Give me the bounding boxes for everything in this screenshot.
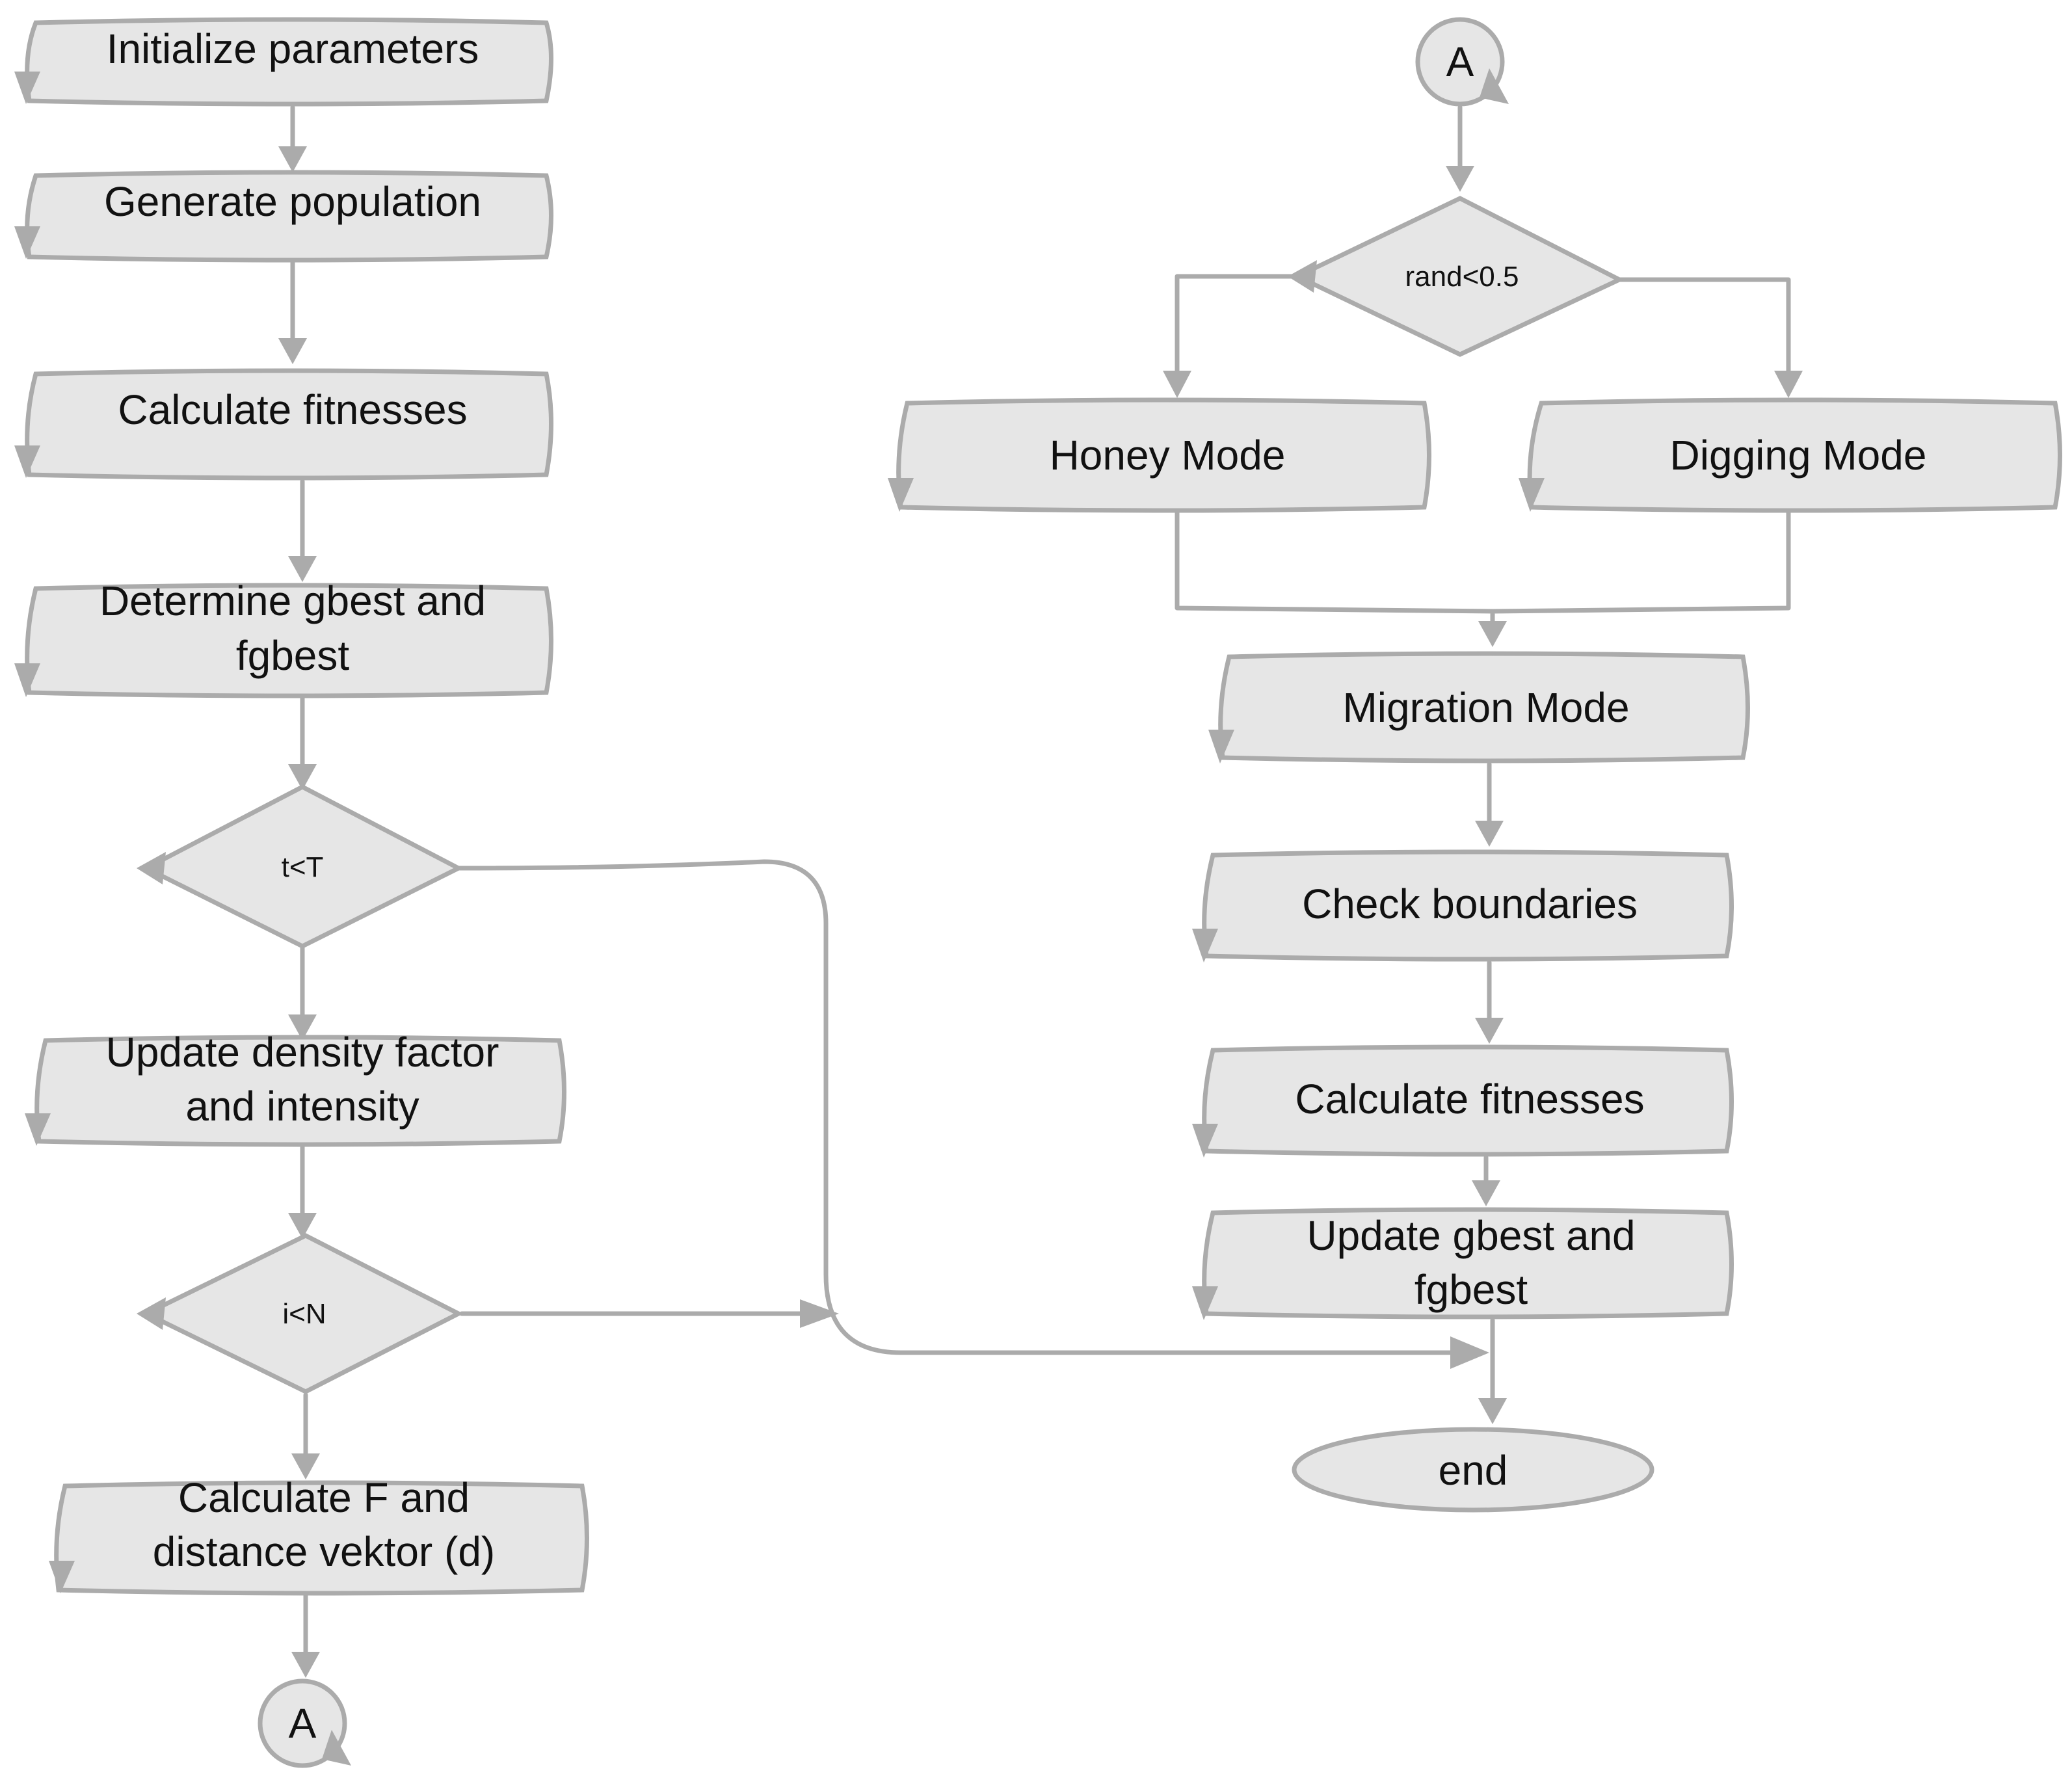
- connector-a-top: A: [1415, 17, 1509, 107]
- arrowhead: [278, 338, 307, 364]
- process-calculate-fitnesses-right: Calculate fitnesses: [1192, 1044, 1734, 1158]
- corner-arrow-icon: [25, 1113, 51, 1146]
- process-determine-gbest: Determine gbest and fgbest: [14, 577, 553, 698]
- arrowhead: [1478, 1398, 1507, 1424]
- terminal-end: end: [1292, 1427, 1654, 1513]
- process-initialize-parameters: Initialize parameters: [14, 17, 553, 107]
- corner-arrow-icon: [1288, 260, 1317, 293]
- arrowhead: [1450, 1336, 1489, 1369]
- arrow-modes-to-migration: [1175, 508, 1791, 637]
- decision-label: i<N: [282, 1298, 326, 1330]
- process-label: Calculate fitnesses: [1295, 1076, 1644, 1122]
- process-check-boundaries: Check boundaries: [1192, 849, 1734, 962]
- corner-arrow-icon: [14, 226, 40, 259]
- process-update-density-factor: Update density factor and intensity: [25, 1029, 566, 1147]
- process-honey-mode: Honey Mode: [888, 397, 1431, 513]
- process-label-line-2: fgbest: [236, 632, 350, 679]
- terminal-label: end: [1439, 1447, 1508, 1494]
- connector-circle: [1415, 17, 1505, 107]
- corner-arrow-icon: [14, 663, 40, 697]
- connector-lines: [290, 105, 1791, 1664]
- process-digging-mode: Digging Mode: [1519, 397, 2062, 513]
- process-box: [34, 1035, 566, 1147]
- arrowhead: [288, 1213, 317, 1239]
- corner-arrow-icon: [137, 852, 166, 884]
- corner-arrow-icon: [1519, 478, 1545, 512]
- arrow-t-to-end: [456, 859, 1466, 1355]
- arrowhead: [291, 1453, 320, 1479]
- arrowhead: [288, 1014, 317, 1040]
- connector-label: A: [289, 1700, 317, 1747]
- arrowhead: [288, 764, 317, 790]
- decision-diamond: [1292, 196, 1625, 357]
- arrowhead: [288, 556, 317, 582]
- arrowhead: [278, 146, 307, 172]
- decision-diamond: [141, 784, 464, 949]
- process-label-line-1: Update gbest and: [1307, 1212, 1635, 1259]
- process-generate-population: Generate population: [14, 170, 553, 263]
- arrowheads: [278, 146, 1803, 1678]
- process-box: [25, 583, 553, 698]
- process-label-line-1: Determine gbest and: [100, 577, 486, 624]
- corner-arrow-icon: [137, 1297, 166, 1330]
- decision-i-less-than-N: i<N: [137, 1233, 464, 1394]
- process-label: Honey Mode: [1050, 432, 1286, 479]
- corner-arrow-icon: [1192, 929, 1218, 962]
- arrowhead: [1446, 166, 1474, 192]
- process-box: [1202, 849, 1734, 962]
- connector-circle: [258, 1678, 347, 1768]
- process-label: Check boundaries: [1302, 881, 1638, 927]
- arrowhead: [291, 1652, 320, 1678]
- arrowhead: [1163, 371, 1191, 398]
- process-label: Initialize parameters: [107, 25, 479, 72]
- corner-arrow-icon: [49, 1561, 75, 1593]
- decision-rand-less-than-0-5: rand<0.5: [1288, 196, 1625, 357]
- process-box: [1202, 1044, 1734, 1157]
- corner-arrow-icon: [888, 478, 914, 512]
- corner-arrow-icon: [1192, 1124, 1218, 1158]
- process-label: Digging Mode: [1670, 432, 1927, 479]
- terminal-ellipse: [1292, 1427, 1654, 1513]
- process-box: [25, 368, 553, 481]
- process-label-line-1: Update density factor: [106, 1029, 499, 1076]
- process-label: Generate population: [104, 178, 481, 225]
- process-calculate-fitnesses-left: Calculate fitnesses: [14, 368, 553, 481]
- decision-label: rand<0.5: [1405, 261, 1519, 293]
- arrow-rand-to-honey: [1175, 274, 1300, 386]
- corner-arrow-icon: [1480, 68, 1509, 104]
- process-label: Migration Mode: [1342, 684, 1629, 731]
- process-label-line-1: Calculate F and: [178, 1474, 470, 1521]
- corner-arrow-icon: [14, 72, 40, 104]
- process-box: [1218, 651, 1750, 763]
- process-label: Calculate fitnesses: [118, 386, 467, 433]
- arrowhead: [1478, 621, 1507, 647]
- process-box: [25, 170, 553, 263]
- arrowhead: [1475, 821, 1504, 847]
- connector-a-bottom: A: [258, 1678, 351, 1768]
- corner-arrow-icon: [1208, 730, 1234, 763]
- process-label-line-2: and intensity: [185, 1083, 419, 1130]
- process-label-line-2: fgbest: [1415, 1266, 1528, 1313]
- process-box: [25, 17, 553, 107]
- process-update-gbest: Update gbest and fgbest: [1192, 1207, 1734, 1320]
- process-box: [54, 1480, 589, 1596]
- arrowhead: [1475, 1018, 1504, 1044]
- process-box: [1202, 1207, 1734, 1319]
- corner-arrow-icon: [1192, 1286, 1218, 1320]
- process-label-line-2: distance vektor (d): [153, 1528, 495, 1575]
- arrowhead: [1472, 1180, 1500, 1206]
- corner-arrow-icon: [14, 445, 40, 478]
- process-migration-mode: Migration Mode: [1208, 651, 1750, 763]
- arrowhead: [1774, 371, 1803, 398]
- decision-diamond: [141, 1233, 464, 1394]
- decision-t-less-than-T: t<T: [137, 784, 464, 949]
- decision-label: t<T: [282, 851, 324, 883]
- process-calculate-f-and-distance: Calculate F and distance vektor (d): [49, 1474, 589, 1596]
- corner-arrow-icon: [322, 1730, 351, 1766]
- connector-label: A: [1446, 38, 1474, 85]
- arrowhead: [800, 1299, 839, 1328]
- arrow-rand-to-digging: [1617, 277, 1791, 386]
